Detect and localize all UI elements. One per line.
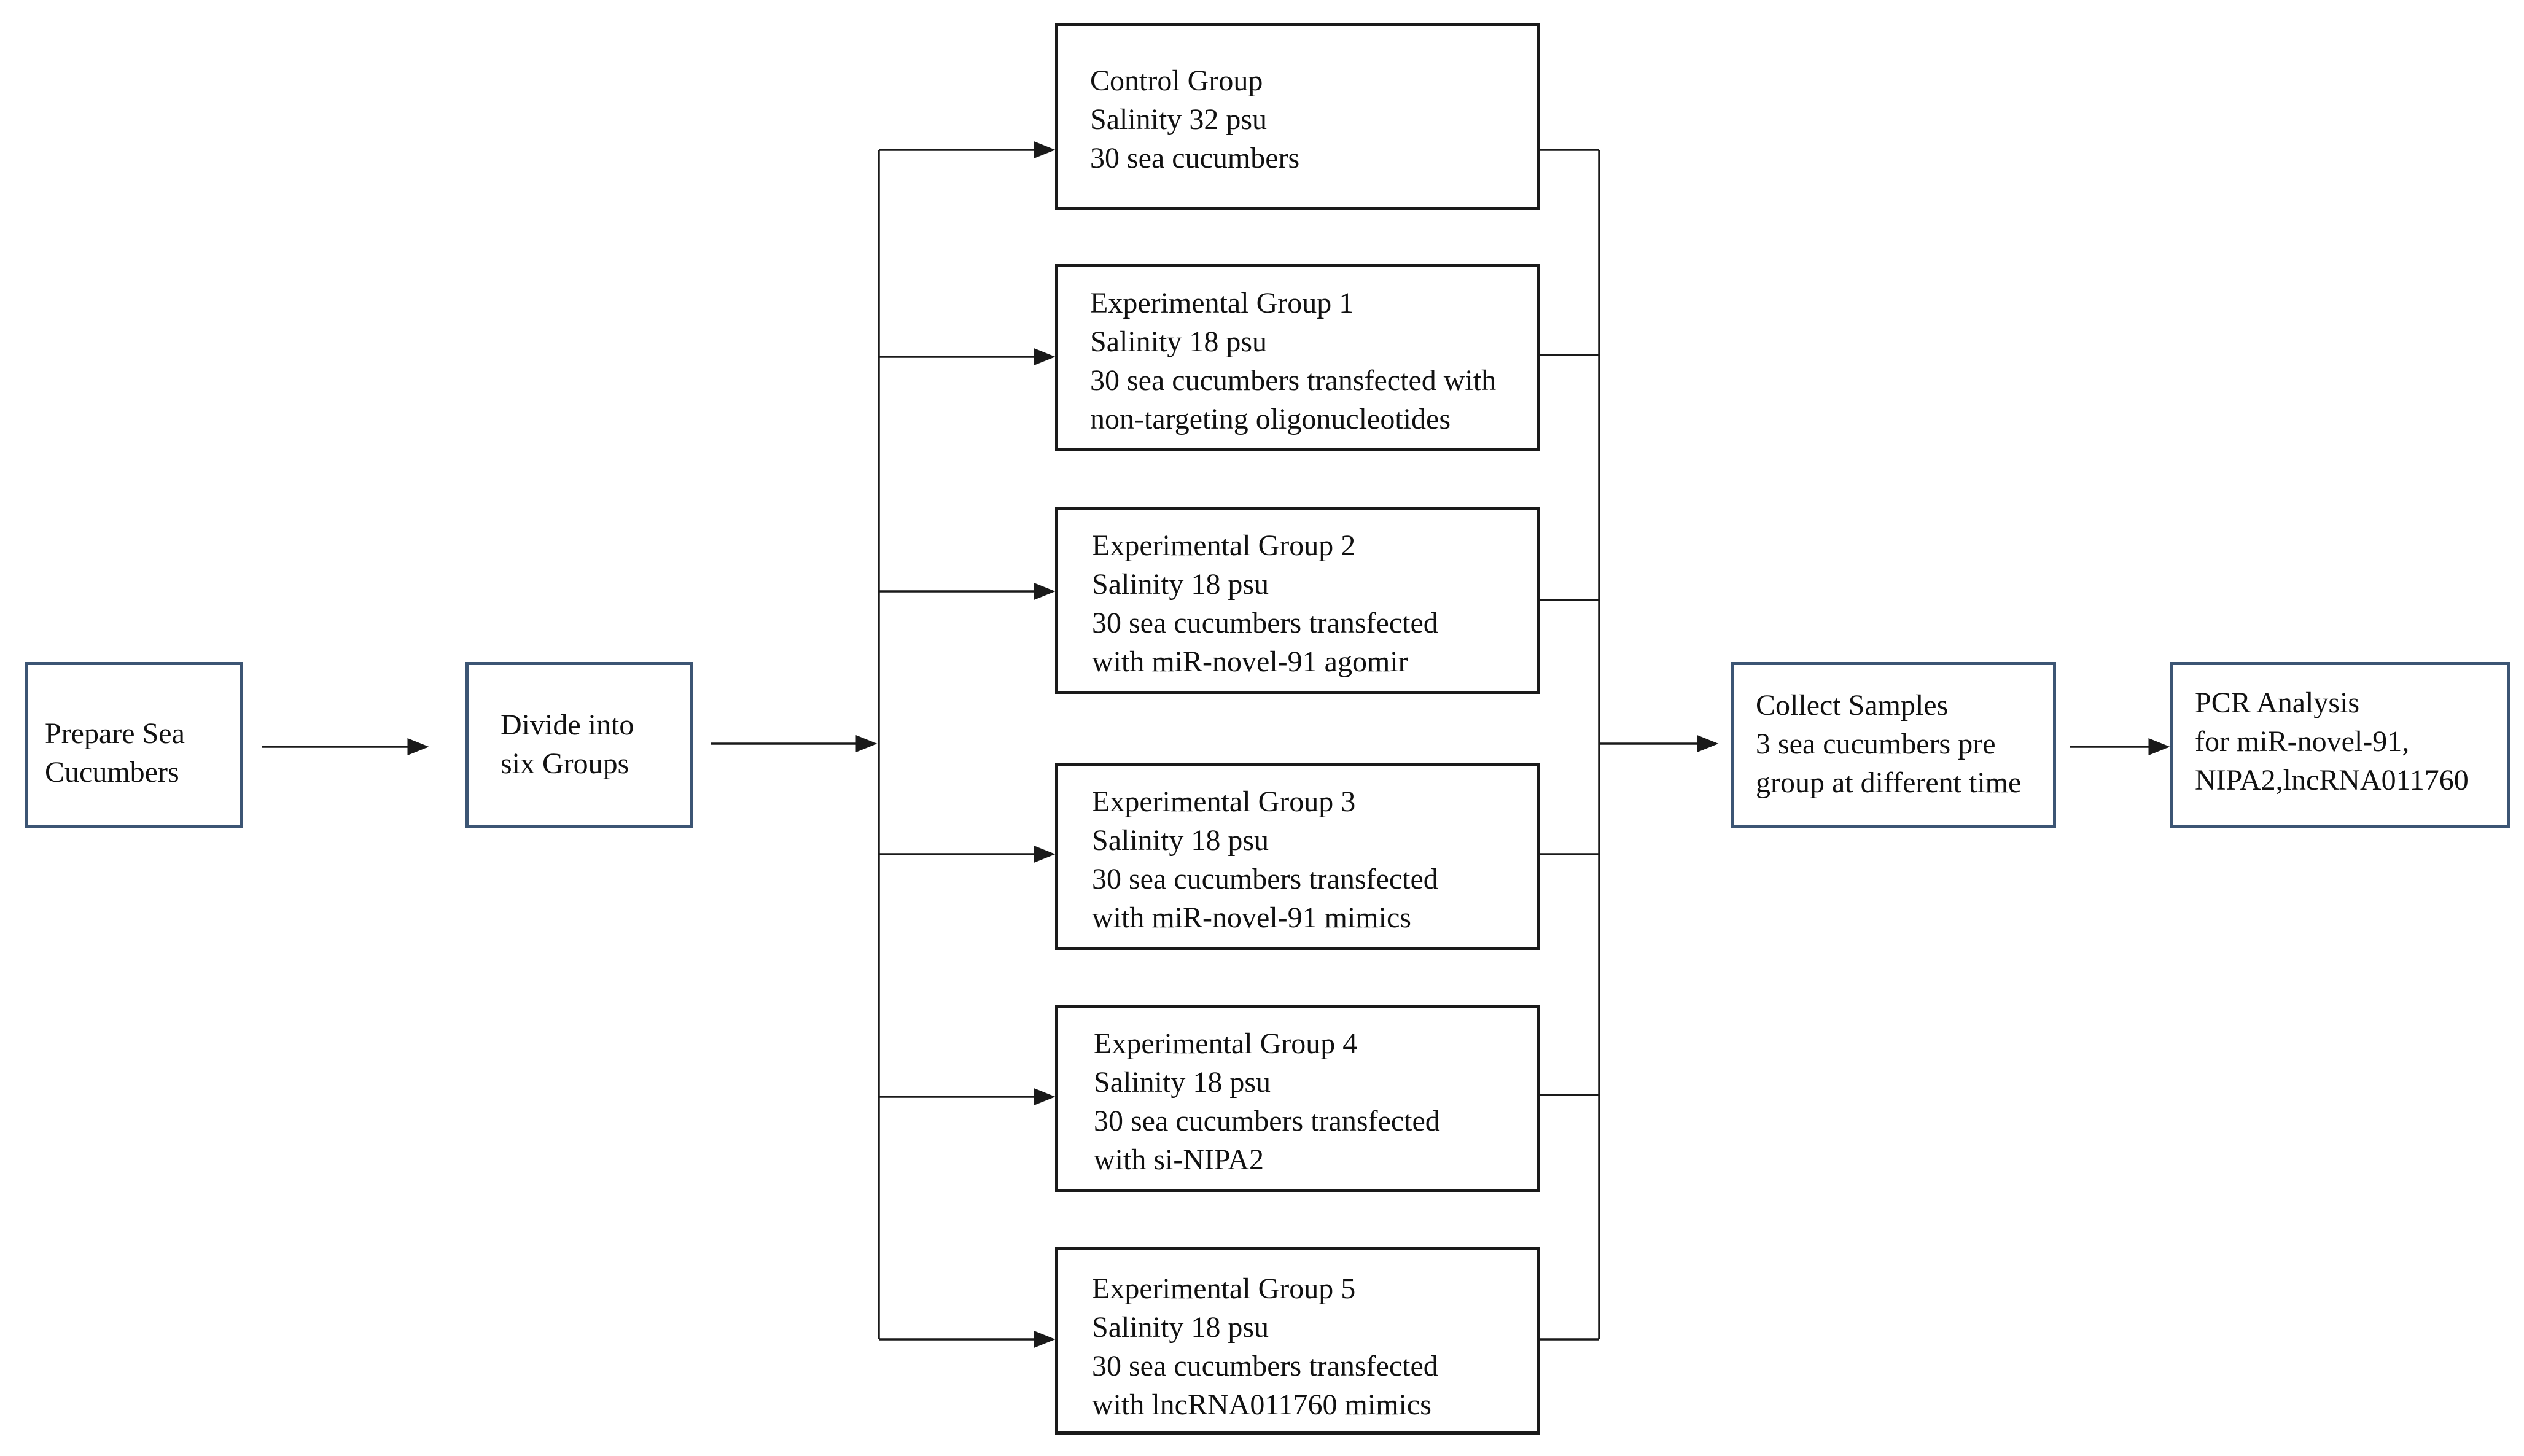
node-text-line: 30 sea cucumbers transfected <box>1094 1105 1440 1137</box>
node-text-line: Salinity 18 psu <box>1094 1066 1271 1099</box>
experimental-group-2-box: Experimental Group 2 Salinity 18 psu 30 … <box>1055 507 1540 694</box>
node-text-line: Divide into <box>501 709 634 741</box>
node-text-line: six Groups <box>501 747 629 780</box>
prepare-sea-cucumbers-box: Prepare Sea Cucumbers <box>25 662 243 828</box>
experimental-group-4-box: Experimental Group 4 Salinity 18 psu 30 … <box>1055 1005 1540 1192</box>
node-text-line: non-targeting oligonucleotides <box>1090 403 1451 435</box>
node-text-line: Salinity 18 psu <box>1092 1311 1269 1344</box>
node-text-line: 30 sea cucumbers transfected with <box>1090 364 1497 397</box>
node-text-line: group at different time <box>1756 766 2022 799</box>
collect-samples-box: Collect Samples 3 sea cucumbers pre grou… <box>1731 662 2056 828</box>
node-text-line: with miR-novel-91 mimics <box>1092 901 1411 934</box>
node-text-line: Experimental Group 2 <box>1092 529 1356 562</box>
node-text-line: Salinity 18 psu <box>1090 325 1268 358</box>
node-text-line: with miR-novel-91 agomir <box>1092 645 1408 678</box>
pcr-analysis-box: PCR Analysis for miR-novel-91, NIPA2,lnc… <box>2170 662 2510 828</box>
node-text-line: Cucumbers <box>45 756 179 788</box>
node-text-line: Salinity 32 psu <box>1090 103 1268 136</box>
node-text-line: 30 sea cucumbers <box>1090 142 1300 174</box>
node-text-line: PCR Analysis <box>2195 687 2360 719</box>
node-text-line: 30 sea cucumbers transfected <box>1092 1350 1438 1382</box>
node-text-line: Experimental Group 4 <box>1094 1027 1358 1060</box>
node-text-line: with lncRNA011760 mimics <box>1092 1388 1431 1421</box>
node-text-line: Prepare Sea <box>45 717 185 750</box>
node-text-line: Salinity 18 psu <box>1092 568 1269 601</box>
node-text-line: Salinity 18 psu <box>1092 824 1269 857</box>
node-text-line: NIPA2,lncRNA011760 <box>2195 764 2469 796</box>
control-group-box: Control Group Salinity 32 psu 30 sea cuc… <box>1055 23 1540 210</box>
node-text-line: Control Group <box>1090 64 1263 97</box>
experimental-group-1-box: Experimental Group 1 Salinity 18 psu 30 … <box>1055 264 1540 451</box>
experimental-group-3-box: Experimental Group 3 Salinity 18 psu 30 … <box>1055 763 1540 950</box>
node-text-line: 30 sea cucumbers transfected <box>1092 863 1438 895</box>
node-text-line: Experimental Group 5 <box>1092 1272 1356 1305</box>
node-text-line: 3 sea cucumbers pre <box>1756 728 1996 760</box>
node-text-line: 30 sea cucumbers transfected <box>1092 607 1438 639</box>
node-text-line: Experimental Group 3 <box>1092 785 1356 818</box>
node-text-line: with si-NIPA2 <box>1094 1143 1264 1176</box>
experimental-group-5-box: Experimental Group 5 Salinity 18 psu 30 … <box>1055 1247 1540 1435</box>
node-text-line: Experimental Group 1 <box>1090 287 1354 319</box>
divide-into-groups-box: Divide into six Groups <box>465 662 693 828</box>
node-text-line: Collect Samples <box>1756 689 1949 722</box>
node-text-line: for miR-novel-91, <box>2195 725 2410 758</box>
